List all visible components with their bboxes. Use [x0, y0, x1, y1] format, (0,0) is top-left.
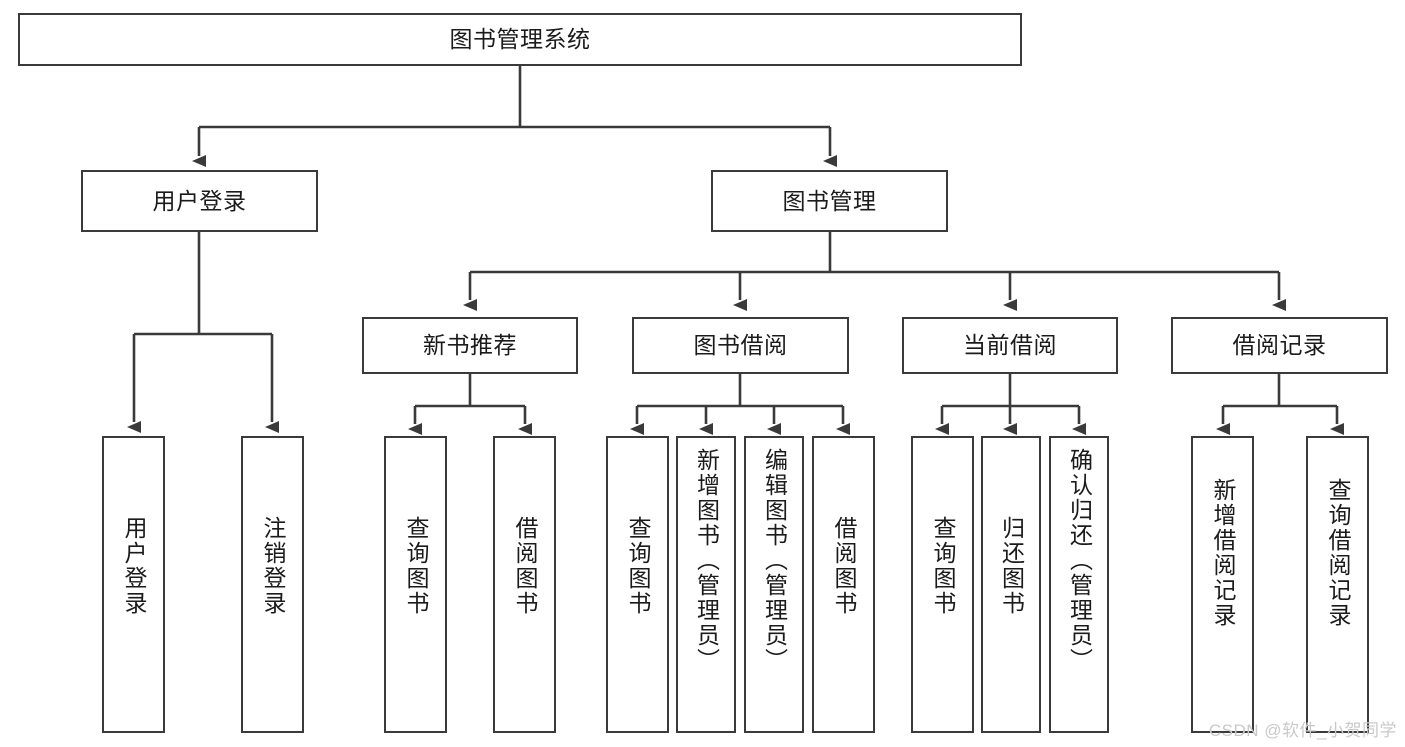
node-label: 注销登录	[260, 516, 286, 616]
leaf-edit-book-admin[interactable]: 编辑图书（管理员）	[744, 436, 804, 733]
node-label: 新增图书（管理员）	[693, 448, 720, 673]
node-label: 借阅图书	[512, 516, 538, 616]
node-root-book-management-system[interactable]: 图书管理系统	[18, 13, 1022, 66]
node-label: 新增借阅记录	[1210, 478, 1236, 628]
leaf-borrow-book-borrow[interactable]: 借阅图书	[812, 436, 875, 733]
node-label: 查询借阅记录	[1325, 478, 1351, 628]
node-label: 编辑图书（管理员）	[761, 448, 788, 673]
csdn-watermark: CSDN @软件_小贺同学	[1208, 721, 1397, 740]
node-label: 查询图书	[930, 516, 956, 616]
node-label: 确认归还（管理员）	[1066, 448, 1093, 673]
leaf-user-logout[interactable]: 注销登录	[241, 436, 304, 733]
leaf-add-book-admin[interactable]: 新增图书（管理员）	[676, 436, 736, 733]
leaf-user-login[interactable]: 用户登录	[102, 436, 165, 733]
node-label: 借阅图书	[831, 516, 857, 616]
node-current-borrow[interactable]: 当前借阅	[902, 317, 1118, 374]
leaf-query-book-current[interactable]: 查询图书	[911, 436, 974, 733]
node-label: 新书推荐	[423, 332, 517, 359]
node-label: 查询图书	[625, 516, 651, 616]
leaf-query-book-new-book[interactable]: 查询图书	[384, 436, 447, 733]
node-label: 查询图书	[403, 516, 429, 616]
node-label: 用户登录	[121, 516, 147, 616]
node-user-login[interactable]: 用户登录	[81, 170, 318, 232]
node-book-management[interactable]: 图书管理	[711, 170, 948, 232]
node-borrow-record[interactable]: 借阅记录	[1171, 317, 1388, 374]
leaf-return-book[interactable]: 归还图书	[981, 436, 1041, 733]
node-label: 用户登录	[152, 187, 247, 214]
leaf-query-book-borrow[interactable]: 查询图书	[606, 436, 669, 733]
leaf-query-borrow-record[interactable]: 查询借阅记录	[1306, 436, 1369, 733]
node-book-borrow[interactable]: 图书借阅	[632, 317, 849, 374]
node-new-book-recommend[interactable]: 新书推荐	[362, 317, 578, 374]
node-label: 归还图书	[998, 516, 1025, 616]
leaf-add-borrow-record[interactable]: 新增借阅记录	[1191, 436, 1254, 733]
leaf-confirm-return-admin[interactable]: 确认归还（管理员）	[1049, 436, 1109, 733]
node-label: 图书借阅	[693, 332, 788, 359]
node-label: 图书管理系统	[449, 26, 591, 53]
leaf-borrow-book-new-book[interactable]: 借阅图书	[493, 436, 556, 733]
node-label: 借阅记录	[1232, 332, 1327, 359]
node-label: 当前借阅	[963, 332, 1057, 359]
node-label: 图书管理	[782, 187, 877, 214]
